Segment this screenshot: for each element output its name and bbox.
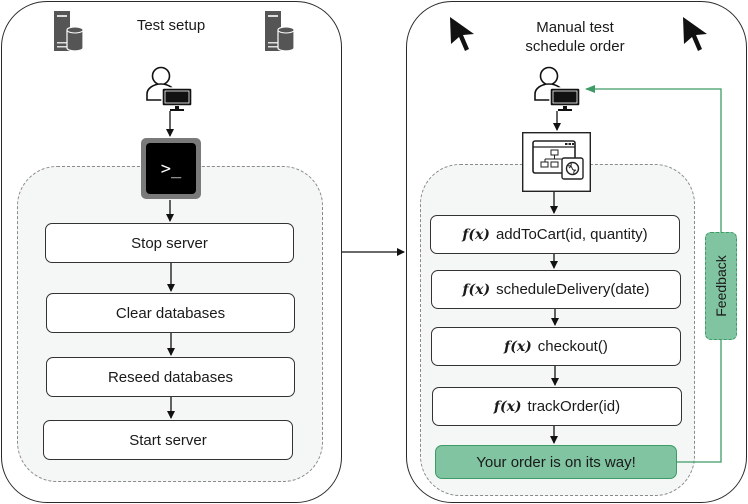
mouse-cursor-icon — [450, 17, 474, 51]
feedback-label: Feedback — [713, 255, 729, 317]
order-result-box: Your order is on its way! — [435, 445, 677, 479]
web-app-icon — [522, 132, 591, 192]
function-icon: f(x) — [493, 398, 522, 415]
server-database-icon — [265, 11, 295, 52]
server-database-icon — [54, 11, 84, 52]
step-label: Stop server — [131, 234, 208, 252]
terminal-prompt: >_ — [146, 143, 196, 194]
step-clear-databases[interactable]: Clear databases — [46, 293, 295, 333]
step-label: Clear databases — [115, 304, 226, 322]
step-label: scheduleDelivery(date) — [496, 281, 650, 298]
order-result-label: Your order is on its way! — [476, 453, 636, 471]
user-computer-icon — [534, 66, 581, 111]
step-label: addToCart(id, quantity) — [495, 226, 648, 243]
feedback-label-box: Feedback — [705, 232, 737, 340]
mouse-cursor-icon — [683, 17, 707, 51]
step-track-order[interactable]: f(x) trackOrder(id) — [432, 387, 682, 426]
step-label: Start server — [129, 431, 207, 449]
function-icon: f(x) — [504, 338, 532, 355]
step-reseed-databases[interactable]: Reseed databases — [46, 357, 295, 397]
step-label: trackOrder(id) — [527, 398, 621, 415]
step-checkout[interactable]: f(x) checkout() — [431, 327, 681, 366]
user-computer-icon — [146, 66, 193, 111]
function-icon: f(x) — [462, 281, 491, 298]
step-start-server[interactable]: Start server — [43, 420, 293, 460]
step-stop-server[interactable]: Stop server — [45, 223, 294, 263]
manual-test-title-line2: schedule order — [525, 38, 625, 55]
step-add-to-cart[interactable]: f(x) addToCart(id, quantity) — [430, 215, 680, 254]
terminal-icon: >_ — [141, 138, 201, 199]
step-label: Reseed databases — [107, 368, 234, 386]
step-schedule-delivery[interactable]: f(x) scheduleDelivery(date) — [431, 270, 681, 309]
manual-test-title-line1: Manual test — [536, 19, 614, 36]
function-icon: f(x) — [462, 226, 490, 243]
step-label: checkout() — [537, 338, 608, 355]
test-setup-title: Test setup — [136, 17, 206, 34]
feedback-loop-line — [585, 85, 722, 463]
